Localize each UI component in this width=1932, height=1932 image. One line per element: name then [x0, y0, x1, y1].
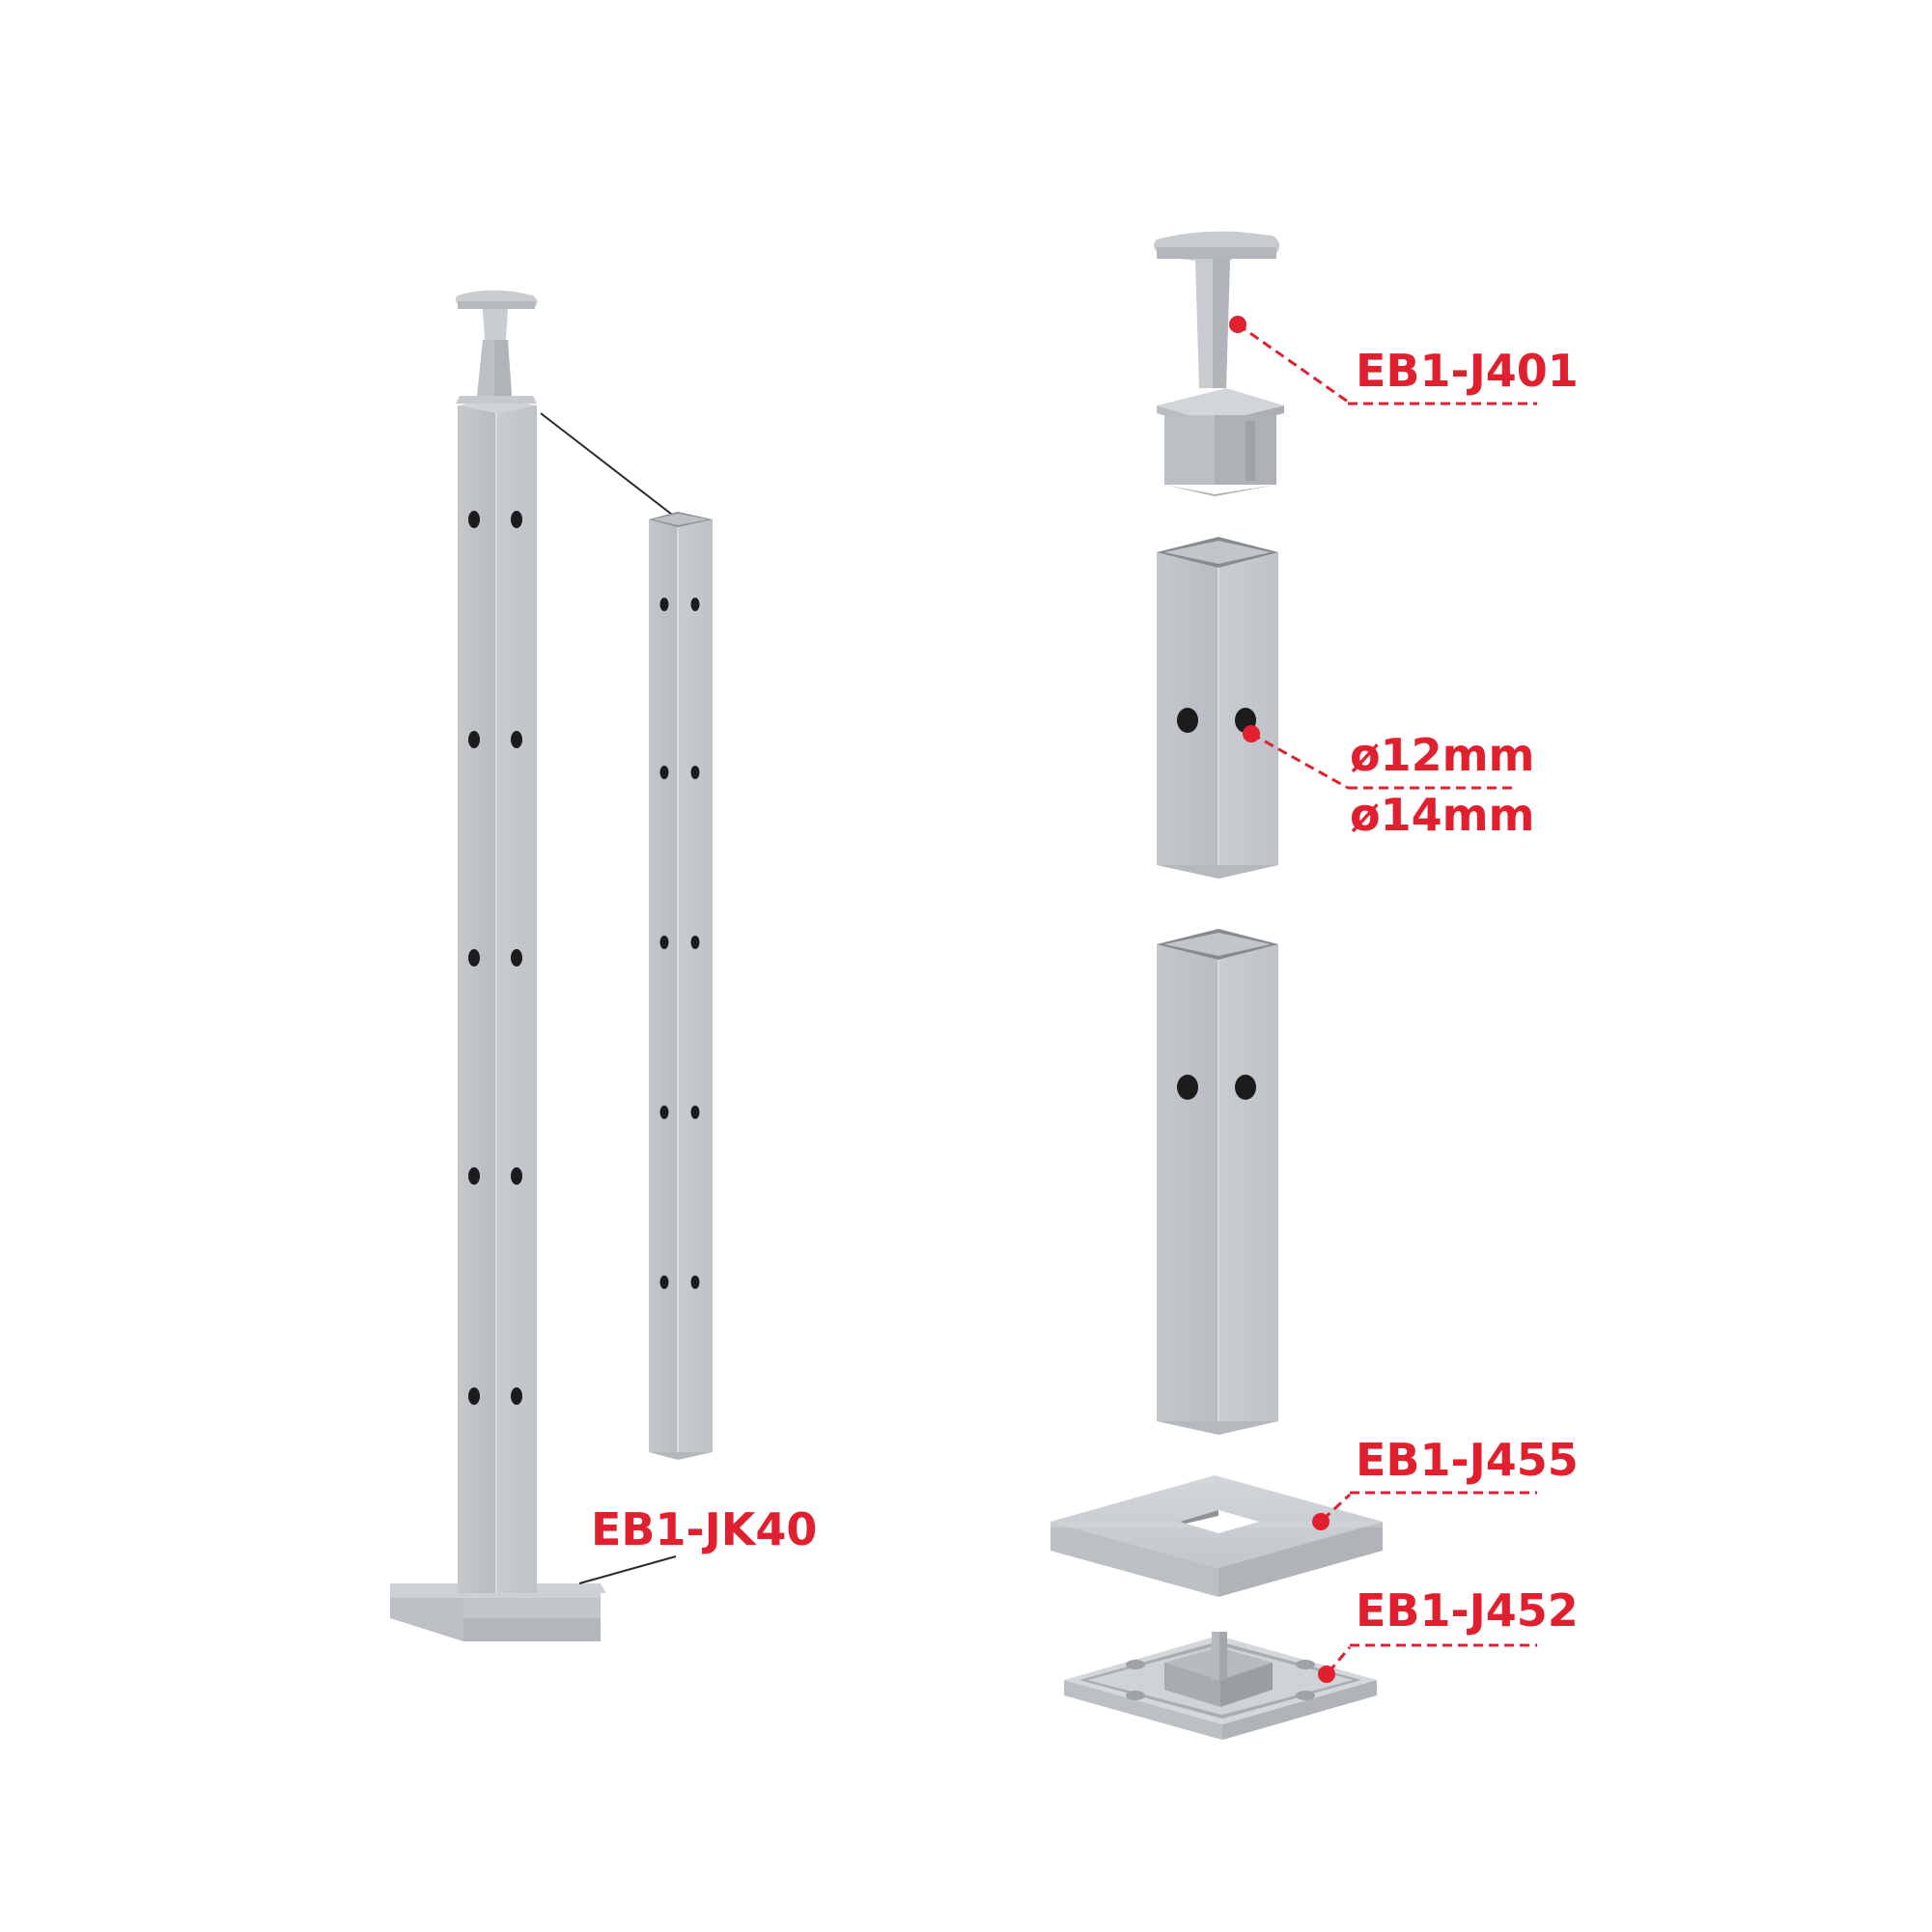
j455-leader	[1321, 1493, 1352, 1522]
j455-marker	[1312, 1513, 1330, 1530]
cover-plate-label: EB1-J455	[1356, 1434, 1579, 1486]
exploded-lower-tube	[1157, 929, 1278, 1435]
assembled-post-tube	[458, 398, 537, 1593]
handrail-saddle-label: EB1-J401	[1356, 345, 1579, 397]
j401-leader	[1237, 322, 1349, 404]
j401-marker	[1229, 316, 1246, 333]
exploded-cover-plate	[1050, 1475, 1383, 1597]
post-assembly-label: EB1-JK40	[591, 1503, 817, 1555]
post-label-leader	[578, 1555, 677, 1584]
hole-size-leader	[1250, 732, 1349, 790]
slim-tube	[649, 512, 713, 1460]
hole-diameter-label-1: ø12mm	[1350, 729, 1534, 781]
assembled-post-holes	[468, 511, 522, 1405]
assembled-post	[390, 290, 606, 1641]
exploded-upper-tube	[1157, 537, 1278, 879]
hole-size-marker	[1243, 725, 1260, 742]
j452-marker	[1318, 1666, 1335, 1683]
assembled-base-plate	[390, 1583, 606, 1641]
exploded-base-plate	[1064, 1632, 1377, 1740]
assembled-handrail-saddle	[455, 290, 538, 404]
base-plate-label: EB1-J452	[1356, 1584, 1579, 1637]
slim-tube-holes	[659, 598, 700, 1289]
exploded-handrail-saddle	[1154, 231, 1284, 496]
detail-connector-line	[540, 412, 677, 518]
lower-tube-hole-right	[1235, 1075, 1256, 1100]
lower-tube-hole-left	[1177, 1075, 1198, 1100]
hole-diameter-label-2: ø14mm	[1350, 789, 1534, 841]
upper-tube-hole-left	[1177, 708, 1198, 733]
